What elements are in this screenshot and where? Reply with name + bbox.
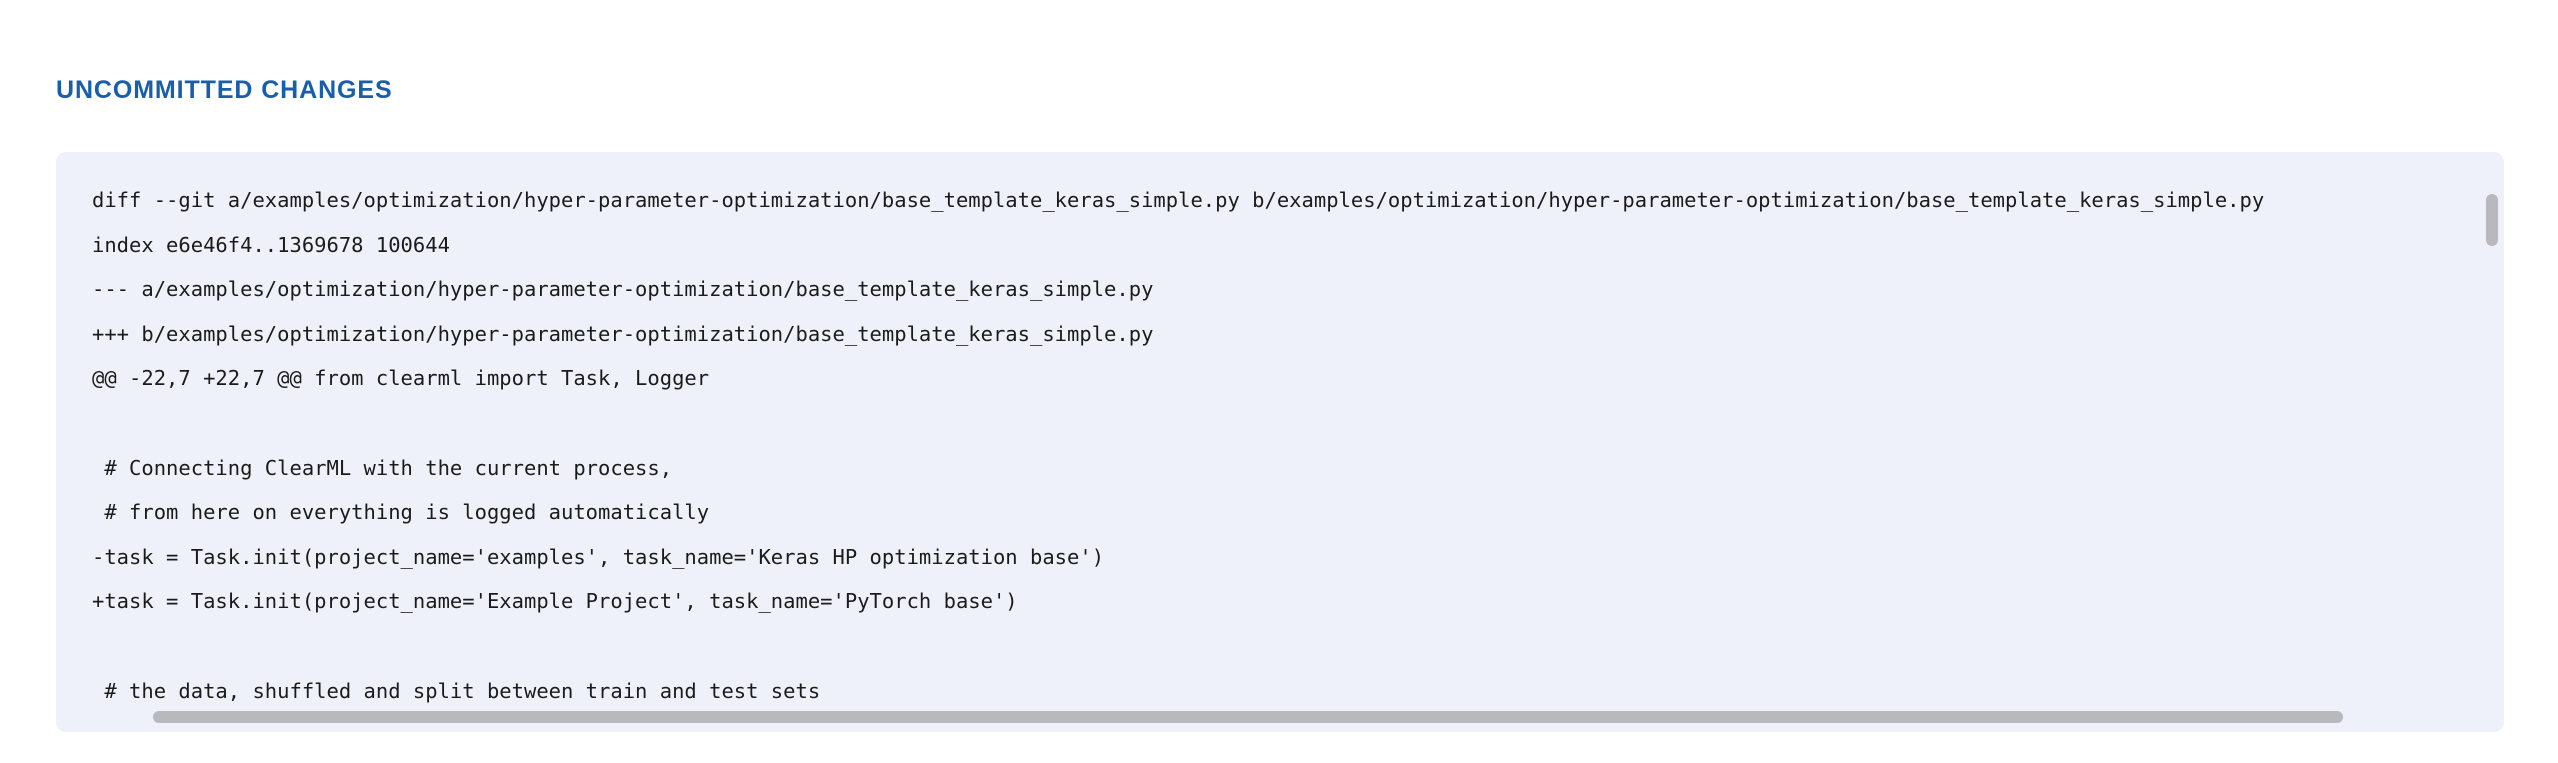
diff-line [92,401,2264,446]
diff-line: # Connecting ClearML with the current pr… [92,455,673,480]
diff-line [92,624,2264,669]
diff-line: # from here on everything is logged auto… [92,500,710,525]
diff-line: diff --git a/examples/optimization/hyper… [92,188,2265,212]
horizontal-scrollbar-thumb[interactable] [153,711,2343,723]
diff-line: +++ b/examples/optimization/hyper-parame… [92,321,1154,346]
diff-panel: diff --git a/examples/optimization/hyper… [56,152,2504,732]
diff-code-block: diff --git a/examples/optimization/hyper… [92,178,2264,713]
diff-line: --- a/examples/optimization/hyper-parame… [92,277,1154,302]
vertical-scrollbar-thumb[interactable] [2486,194,2498,246]
diff-line: @@ -22,7 +22,7 @@ from clearml import Ta… [92,366,710,391]
diff-line: +task = Task.init(project_name='Example … [92,589,1018,614]
diff-scroll-area[interactable]: diff --git a/examples/optimization/hyper… [56,152,2504,732]
diff-line: # the data, shuffled and split between t… [92,678,821,703]
diff-line: index e6e46f4..1369678 100644 [92,232,450,257]
vertical-scrollbar[interactable] [2485,158,2499,726]
diff-line: -task = Task.init(project_name='examples… [92,544,1105,569]
page-title: UNCOMMITTED CHANGES [56,76,393,104]
horizontal-scrollbar[interactable] [56,710,2504,724]
